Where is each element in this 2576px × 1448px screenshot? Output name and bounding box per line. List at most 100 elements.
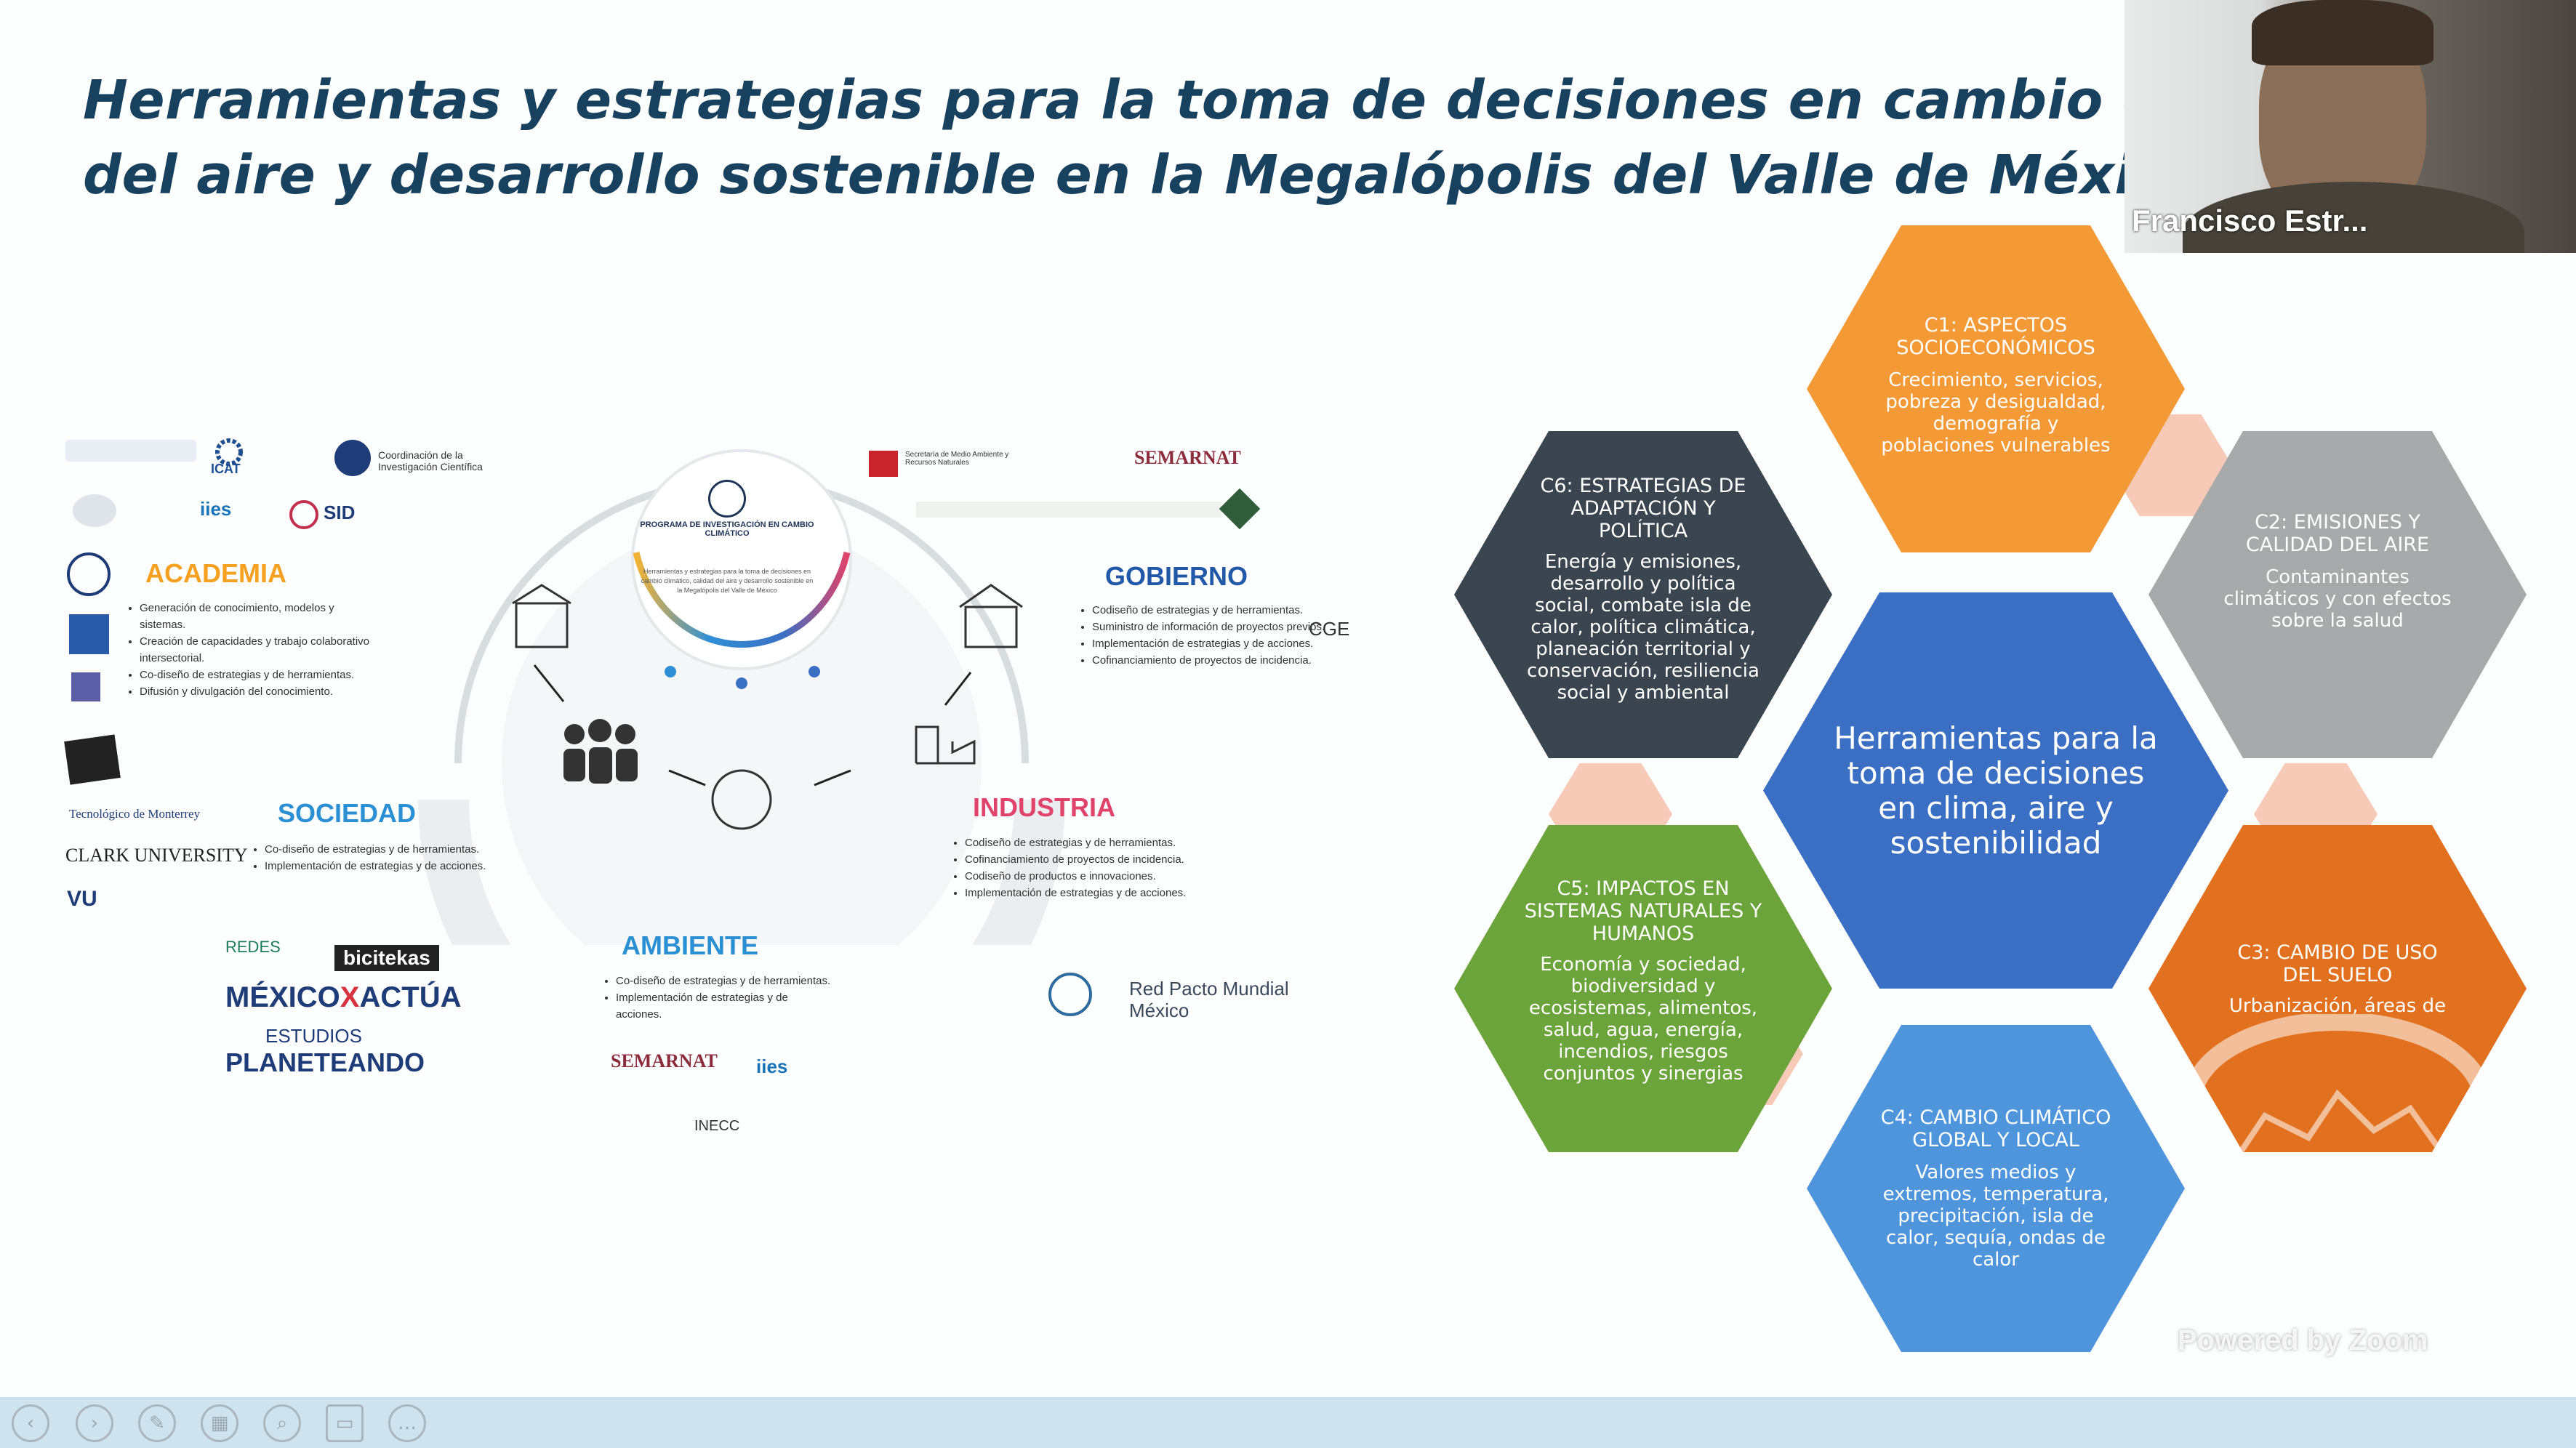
- logo-unam-seal: [67, 552, 111, 596]
- hex-c2: C2: EMISIONES Y CALIDAD DEL AIRE Contami…: [2148, 431, 2527, 758]
- logo-sid-mark: [289, 500, 318, 529]
- hex-c4: C4: CAMBIO CLIMÁTICO GLOBAL Y LOCAL Valo…: [1807, 1025, 2185, 1352]
- stakeholder-diagram: PROGRAMA DE INVESTIGACIÓN EN CAMBIO CLIM…: [58, 422, 1396, 1163]
- logo-small: [71, 672, 100, 701]
- logo-coordinacion: Coordinación de la Investigación Científ…: [378, 449, 483, 472]
- industria-roles: Codiseño de estrategias y de herramienta…: [949, 834, 1285, 901]
- list-item: Creación de capacidades y trabajo colabo…: [140, 633, 372, 667]
- list-item: Co-diseño de estrategias y de herramient…: [140, 667, 372, 683]
- list-item: Codiseño de estrategias y de herramienta…: [965, 834, 1285, 851]
- logo-puec: [69, 614, 109, 654]
- prev-icon[interactable]: ‹: [12, 1404, 49, 1442]
- list-item: Implementación de estrategias y de accio…: [965, 885, 1285, 901]
- logo-redes: REDES: [225, 938, 281, 956]
- icat-logo-icon: [215, 438, 243, 466]
- logo-semarnat-top: SEMARNAT: [1134, 447, 1241, 468]
- program-description: Herramientas y estrategias para la toma …: [641, 568, 814, 594]
- next-icon[interactable]: ›: [76, 1404, 113, 1442]
- list-item: Suministro de información de proyectos p…: [1092, 619, 1332, 635]
- hex-c4-body: Valores medios y extremos, temperatura, …: [1882, 1162, 2109, 1271]
- pen-icon[interactable]: ✎: [138, 1404, 176, 1442]
- list-item: Codiseño de productos e innovaciones.: [965, 868, 1285, 885]
- sociedad-roles: Co-diseño de estrategias y de herramient…: [249, 841, 497, 874]
- logo-icat-text: ICAT: [211, 462, 241, 476]
- hex-c6-body: Energía y emisiones, desarrollo y políti…: [1527, 551, 1760, 704]
- program-badge: PROGRAMA DE INVESTIGACIÓN EN CAMBIO CLIM…: [640, 480, 814, 595]
- logo-tec: Tecnológico de Monterrey: [69, 807, 201, 821]
- hex-c5: C5: IMPACTOS EN SISTEMAS NATURALES Y HUM…: [1454, 825, 1832, 1152]
- mexico-actua-part3: ACTÚA: [359, 981, 462, 1013]
- logo-coordinacion-mark: [334, 440, 371, 476]
- logo-sedema: Secretaría de Medio Ambiente y Recursos …: [905, 451, 1009, 467]
- hex-c3: C3: CAMBIO DE USO DEL SUELO Urbanización…: [2148, 825, 2527, 1152]
- planeteando-line2: PLANETEANDO: [225, 1047, 425, 1077]
- zoom-icon[interactable]: ⌕: [263, 1404, 301, 1442]
- hex-c5-title: C5: IMPACTOS EN SISTEMAS NATURALES Y HUM…: [1524, 877, 1762, 945]
- sector-label-gobierno: GOBIERNO: [1105, 561, 1248, 591]
- logo-clark: CLARK UNIVERSITY: [65, 845, 248, 866]
- unam-seal-icon: [708, 480, 746, 518]
- logo-dark-tile: [64, 734, 121, 785]
- mexico-actua-part1: MÉXICO: [225, 981, 340, 1013]
- logo-semarnat-bottom: SEMARNAT: [611, 1050, 718, 1071]
- logo-strip: [916, 502, 1221, 518]
- participant-hair: [2252, 0, 2433, 65]
- sector-label-industria: INDUSTRIA: [973, 792, 1115, 822]
- participant-name: Francisco Estr...: [2132, 204, 2368, 238]
- hex-center-title: Herramientas para la toma de decisiones …: [1834, 720, 2158, 861]
- components-hex-diagram: C1: ASPECTOS SOCIOECONÓMICOS Crecimiento…: [1454, 225, 2545, 1359]
- list-item: Cofinanciamiento de proyectos de inciden…: [1092, 652, 1332, 669]
- grid-icon[interactable]: ▦: [201, 1404, 238, 1442]
- list-item: Difusión y divulgación del conocimiento.: [140, 683, 372, 700]
- logo-small-cluster: [65, 440, 196, 462]
- logo-iies: iies: [200, 498, 232, 520]
- ambiente-roles: Co-diseño de estrategias y de herramient…: [600, 973, 834, 1023]
- hex-c4-title: C4: CAMBIO CLIMÁTICO GLOBAL Y LOCAL: [1880, 1106, 2111, 1151]
- logo-planeteando: ESTUDIOS PLANETEANDO: [225, 1025, 425, 1078]
- list-item: Implementación de estrategias y de accio…: [616, 989, 834, 1023]
- slides-icon[interactable]: ▭: [326, 1404, 364, 1442]
- logo-small-cluster: [73, 494, 116, 527]
- academia-roles: Generación de conocimiento, modelos y si…: [124, 600, 372, 700]
- stakeholder-arc-graphic: [418, 449, 1065, 945]
- hex-c2-body: Contaminantes climáticos y con efectos s…: [2223, 566, 2452, 632]
- zoom-watermark: Powered by Zoom: [2178, 1324, 2428, 1356]
- logo-cdmx-h: [869, 451, 898, 477]
- sector-label-sociedad: SOCIEDAD: [278, 798, 417, 828]
- logo-iies-bottom: iies: [756, 1055, 788, 1077]
- list-item: Generación de conocimiento, modelos y si…: [140, 600, 372, 633]
- list-item: Co-diseño de estrategias y de herramient…: [265, 841, 497, 858]
- list-item: Implementación de estrategias y de accio…: [265, 858, 497, 874]
- hex-c5-body: Economía y sociedad, biodiversidad y eco…: [1528, 954, 1758, 1085]
- logo-vu: VU: [67, 887, 97, 911]
- program-name: PROGRAMA DE INVESTIGACIÓN EN CAMBIO CLIM…: [640, 520, 814, 538]
- hex-c6: C6: ESTRATEGIAS DE ADAPTACIÓN Y POLÍTICA…: [1454, 431, 1832, 758]
- hex-c3-body: Urbanización, áreas de: [2228, 995, 2447, 1017]
- hex-c1-title: C1: ASPECTOS SOCIOECONÓMICOS: [1896, 314, 2095, 359]
- hex-c6-title: C6: ESTRATEGIAS DE ADAPTACIÓN Y POLÍTICA: [1540, 475, 1746, 542]
- hex-c1-body: Crecimiento, servicios, pobreza y desigu…: [1881, 369, 2111, 456]
- planeteando-line1: ESTUDIOS: [265, 1025, 362, 1047]
- list-item: Codiseño de estrategias y de herramienta…: [1092, 602, 1332, 619]
- logo-icat: [211, 436, 247, 472]
- mexico-actua-x: X: [340, 981, 360, 1013]
- logo-pacto: Red Pacto Mundial México: [1129, 978, 1289, 1021]
- logo-mexico-actua: MÉXICOXACTÚA: [225, 981, 461, 1014]
- hex-c2-title: C2: EMISIONES Y CALIDAD DEL AIRE: [2245, 511, 2430, 556]
- participant-video[interactable]: Francisco Estr...: [2124, 0, 2576, 253]
- list-item: Co-diseño de estrategias y de herramient…: [616, 973, 834, 989]
- gobierno-roles: Codiseño de estrategias y de herramienta…: [1076, 602, 1332, 669]
- list-item: Cofinanciamiento de proyectos de inciden…: [965, 851, 1285, 868]
- presentation-toolbar: [0, 1397, 2576, 1448]
- more-icon[interactable]: …: [388, 1404, 426, 1442]
- logo-edomex: [1219, 488, 1261, 530]
- logo-cge: CGE: [1309, 618, 1350, 640]
- hex-c3-title: C3: CAMBIO DE USO DEL SUELO: [2237, 941, 2438, 986]
- hex-c1: C1: ASPECTOS SOCIOECONÓMICOS Crecimiento…: [1807, 225, 2185, 552]
- logo-bicitekas: bicitekas: [334, 945, 439, 971]
- list-item: Implementación de estrategias y de accio…: [1092, 635, 1332, 652]
- logo-pacto-mark: [1048, 973, 1092, 1016]
- logo-sid: SID: [324, 502, 356, 523]
- unam-watermark-seal: [2183, 1014, 2492, 1152]
- sector-label-academia: ACADEMIA: [145, 558, 286, 588]
